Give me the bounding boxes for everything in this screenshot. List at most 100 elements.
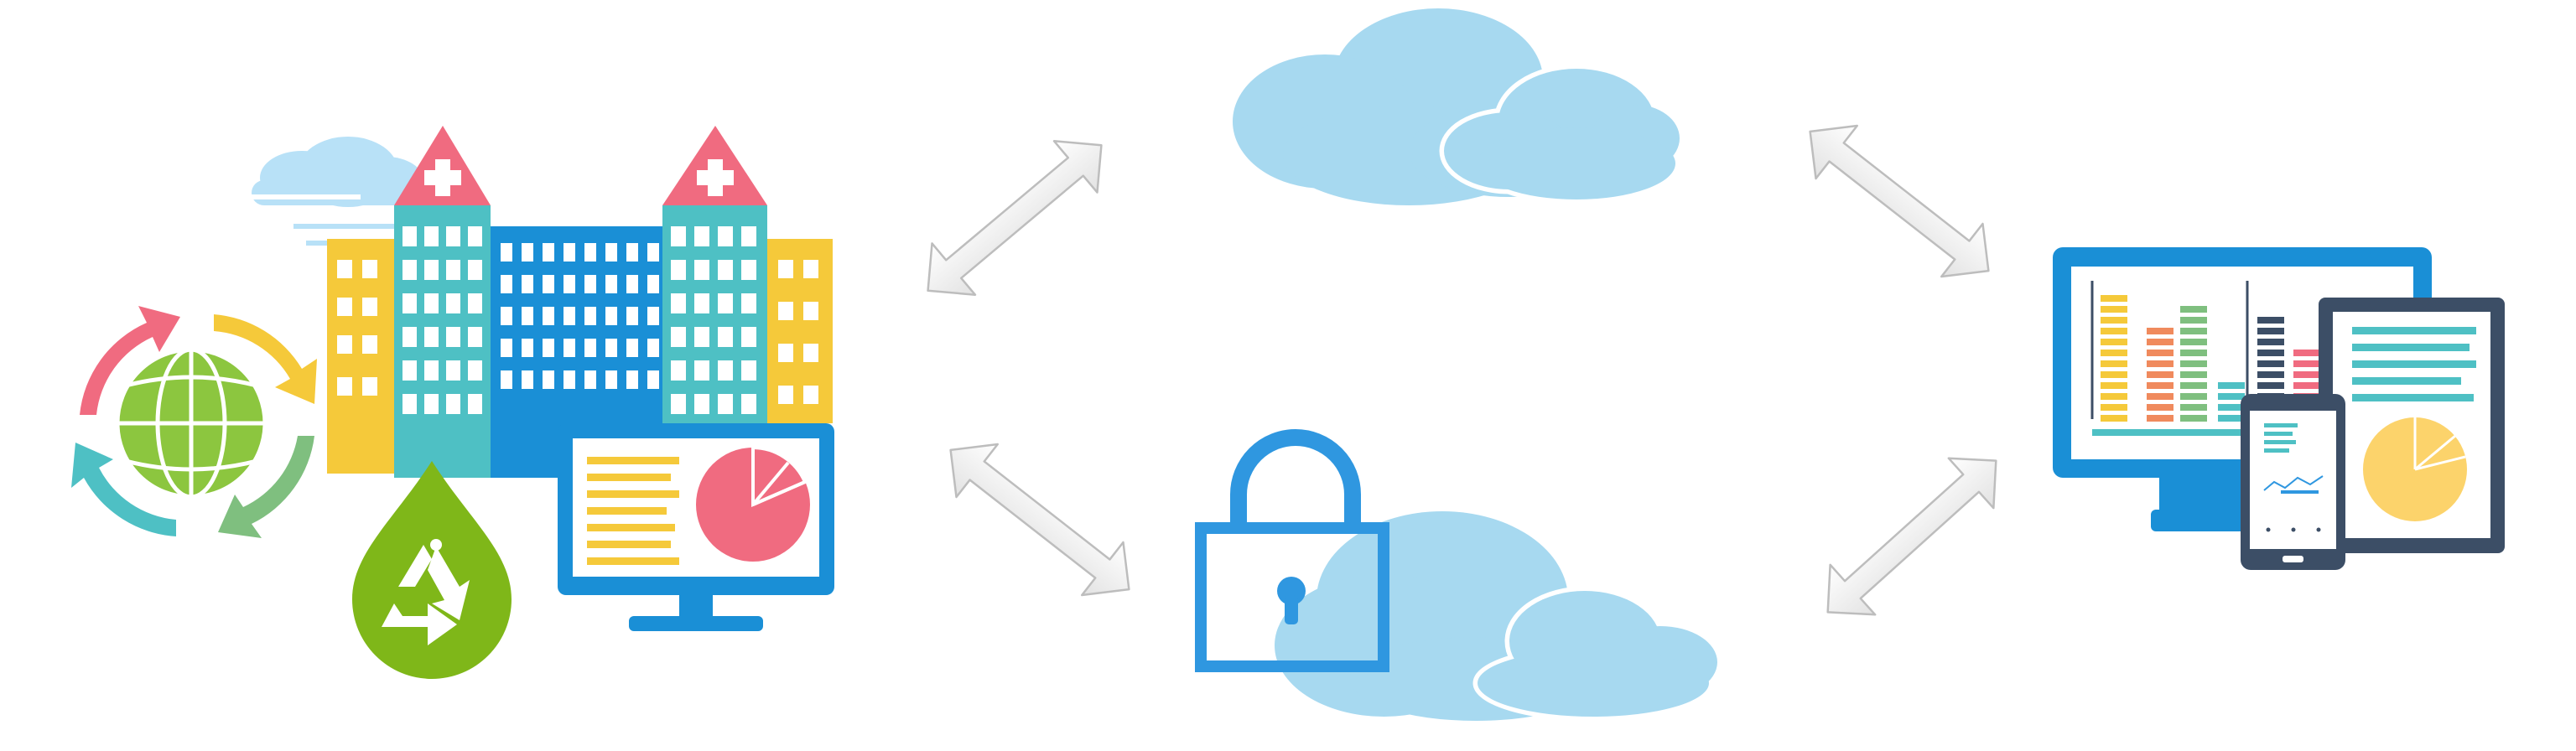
window [626,339,638,357]
chart-bar-segment [2180,404,2207,411]
chart-bar-segment [2257,317,2284,324]
window [741,293,756,313]
chart-bar-segment [2293,382,2320,389]
window [626,370,638,389]
chart-bar-segment [2293,350,2320,356]
window [522,307,533,325]
window [605,275,617,293]
window [626,243,638,262]
chart-bar-segment [2147,350,2174,356]
window [522,243,533,262]
window [402,394,417,414]
window [647,307,659,325]
window [543,370,554,389]
cloud-icon [1233,8,1685,205]
window [468,260,482,280]
window [741,360,756,381]
window [543,243,554,262]
globe-cycle-icon [71,306,317,538]
chart-bar-segment [2101,382,2127,389]
chart-bar-segment [2101,295,2127,302]
window [522,275,533,293]
window [605,243,617,262]
chart-bar-segment [2257,371,2284,378]
window [694,327,709,347]
window [446,394,460,414]
smartphone-icon [2241,394,2345,570]
window [694,360,709,381]
window [647,243,659,262]
hospital-left-wing [327,239,394,474]
window [402,260,417,280]
window [564,339,575,357]
chart-bar-segment [2257,339,2284,345]
chart-bar-segment [2101,317,2127,324]
chart-bar-segment [2180,339,2207,345]
medical-cross-icon [697,159,734,196]
window [468,293,482,313]
window [671,360,686,381]
padlock-icon [1195,429,1389,672]
window [584,275,596,293]
recycle-drop-icon [352,461,512,679]
chart-bar-segment [2147,371,2174,378]
chart-bar-segment [2101,404,2127,411]
chart-bar-segment [2147,404,2174,411]
window [564,370,575,389]
chart-bar-segment [2293,360,2320,367]
window [402,327,417,347]
window [424,360,439,381]
chart-bar-segment [2101,306,2127,313]
window [718,360,733,381]
chart-bar-segment [2218,415,2245,422]
window [584,243,596,262]
window [446,360,460,381]
chart-bar-segment [2101,350,2127,356]
window [694,226,709,246]
window [741,394,756,414]
window [501,307,512,325]
window [647,339,659,357]
window [671,293,686,313]
chart-bar-segment [2147,339,2174,345]
chart-bar-segment [2180,328,2207,334]
window [626,307,638,325]
window [501,339,512,357]
window [694,293,709,313]
window [584,370,596,389]
window [741,260,756,280]
bidirectional-arrow-icon [1809,124,1990,278]
chart-bar-segment [2180,415,2207,422]
window [718,327,733,347]
window [671,394,686,414]
window [741,327,756,347]
chart-bar-segment [2180,306,2207,313]
bidirectional-arrow-icon [927,140,1103,296]
cloud-icon [1275,511,1722,722]
window [501,370,512,389]
chart-bar-segment [2180,317,2207,324]
window [446,327,460,347]
chart-bar-segment [2101,393,2127,400]
hospital-right-tower [662,126,767,440]
multi-device-dashboard-icon [2053,247,2505,570]
window [424,293,439,313]
window [671,260,686,280]
window [718,260,733,280]
chart-bar-segment [2147,360,2174,367]
window [424,394,439,414]
window [718,293,733,313]
window [468,327,482,347]
hospital-cluster [71,126,834,679]
text-lines [587,457,679,565]
chart-bar-segment [2180,393,2207,400]
bidirectional-arrow-icon [949,443,1130,597]
window [584,339,596,357]
chart-bar-segment [2147,415,2174,422]
window [741,226,756,246]
chart-bar-segment [2101,339,2127,345]
window [564,243,575,262]
chart-bar-segment [2257,350,2284,356]
